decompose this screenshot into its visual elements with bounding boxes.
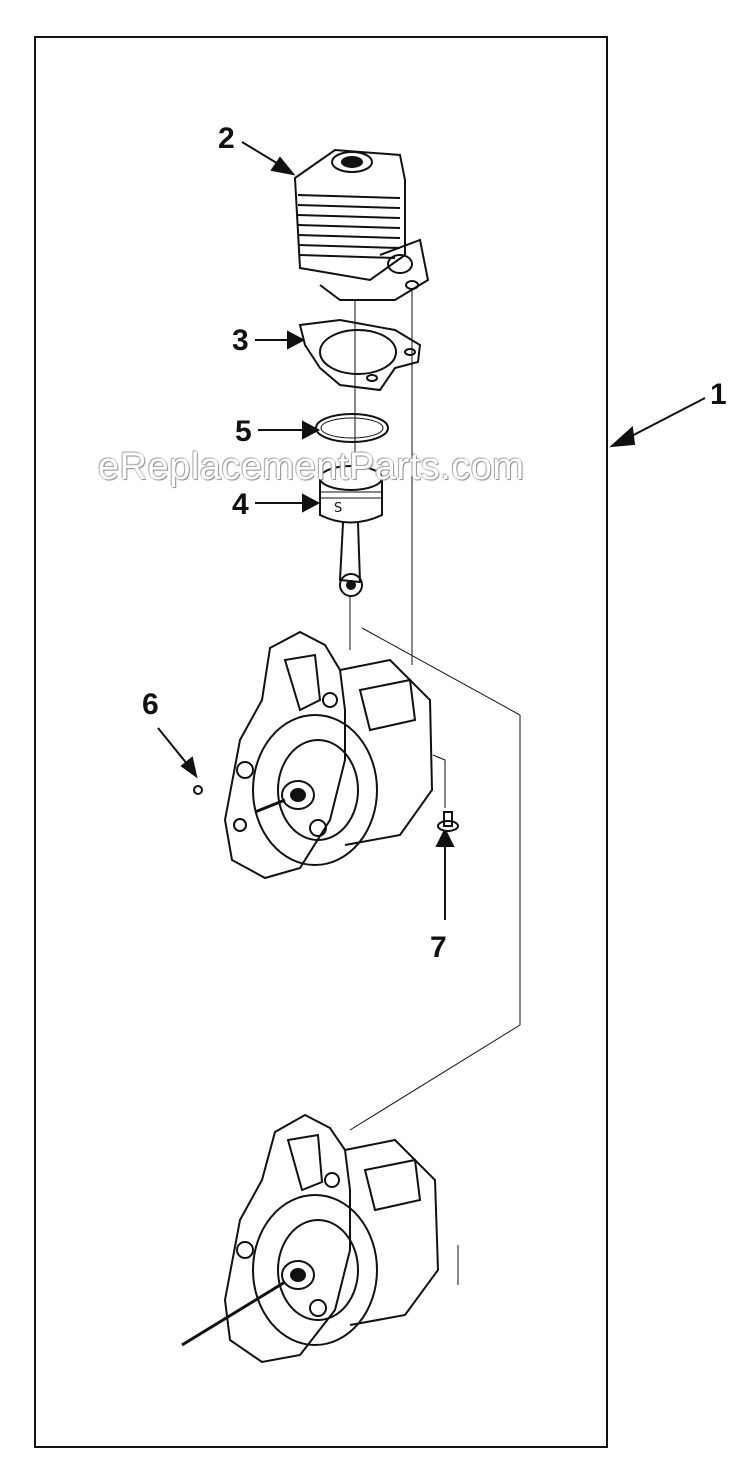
callout-5: 5 [235, 415, 252, 448]
watermark-text: eReplacementParts.com [98, 446, 525, 488]
crankcase-assembly-icon [181, 1113, 459, 1364]
arrow-5 [258, 420, 321, 440]
crankcase-icon [223, 630, 434, 880]
piston-icon: S [319, 465, 383, 597]
callout-7: 7 [430, 931, 447, 964]
arrow-4 [255, 493, 321, 513]
assembly-frame [34, 36, 608, 1448]
callout-2: 2 [218, 122, 235, 155]
screw-icon [437, 811, 459, 832]
callout-6: 6 [142, 688, 159, 721]
callout-3: 3 [232, 324, 249, 357]
callout-1: 1 [710, 378, 727, 411]
arrow-3 [255, 330, 306, 350]
arrow-7 [435, 827, 455, 920]
callout-4: 4 [232, 488, 249, 521]
pin-icon [193, 785, 203, 795]
arrow-1 [609, 397, 706, 448]
gasket-icon [298, 318, 422, 392]
piston-ring-icon [315, 413, 389, 443]
arrow-2 [241, 141, 296, 176]
svg-text:S: S [334, 501, 342, 516]
cylinder-icon [293, 148, 430, 301]
arrow-6 [157, 727, 198, 779]
